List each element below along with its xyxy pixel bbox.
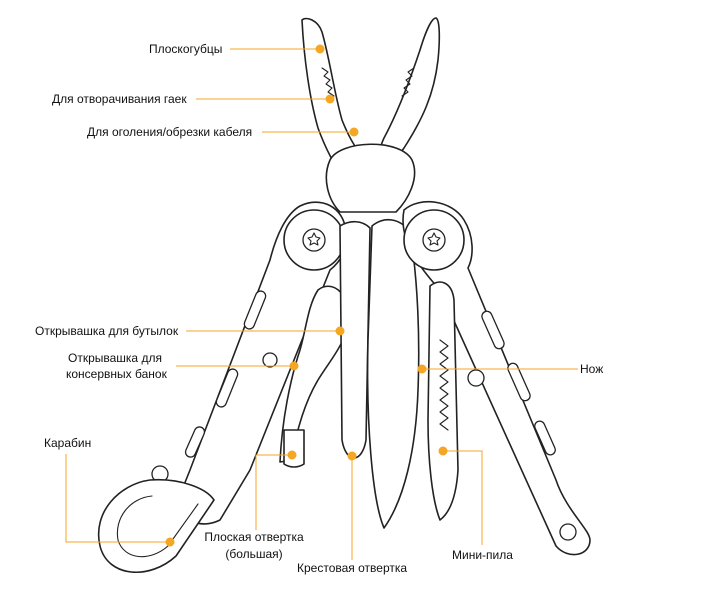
- right-pivot-star: [427, 232, 441, 246]
- phillips-screwdriver: [339, 220, 371, 459]
- right-handle-slot-2: [507, 362, 531, 402]
- left-pivot-star: [307, 232, 321, 246]
- mini-saw-leader: [443, 450, 483, 545]
- flat-screwdriver-leader: [255, 454, 290, 530]
- left-pivot-screw: [302, 228, 326, 252]
- label-pliers: Плоскогубцы: [149, 42, 223, 56]
- flat-screwdriver-dot: [287, 450, 297, 460]
- left-handle-slot-3: [184, 426, 206, 458]
- label-carabiner: Карабин: [44, 436, 92, 450]
- knife-thumb-hole: [467, 369, 485, 387]
- pliers-dot: [315, 44, 325, 54]
- label-bottle-opener: Открывашка для бутылок: [35, 324, 179, 338]
- multitool-illustration: [97, 17, 591, 574]
- can-opener-dot: [289, 361, 299, 371]
- right-pivot-screw: [422, 228, 446, 252]
- right-handle-slot-1: [481, 310, 505, 350]
- callout-dots: [165, 44, 448, 547]
- left-handle-slot-1: [243, 290, 267, 330]
- label-can-opener-line2: консервных банок: [66, 367, 167, 381]
- left-handle: [177, 201, 348, 525]
- left-handle-slot-2: [215, 368, 239, 408]
- phillips-dot: [347, 451, 357, 461]
- jaw-teeth-right: [401, 67, 415, 97]
- label-phillips-screwdriver: Крестовая отвертка: [297, 561, 408, 575]
- label-flat-screwdriver-line1: Плоская отвертка: [204, 530, 304, 544]
- callout-leaders: [65, 48, 578, 560]
- pivot-body: [325, 143, 416, 213]
- right-handle-screw: [559, 523, 577, 541]
- can-opener-hole: [262, 352, 278, 368]
- carabiner-dot: [165, 537, 175, 547]
- label-nut-wrench: Для отворачивания гаек: [52, 92, 187, 106]
- label-flat-screwdriver-line2: (большая): [225, 547, 283, 561]
- bottle-opener-dot: [335, 326, 345, 336]
- carabiner-inner: [116, 495, 199, 558]
- wire-stripper-dot: [349, 127, 359, 137]
- saw-blade: [427, 281, 459, 521]
- nut-wrench-dot: [325, 94, 335, 104]
- jaw-teeth-left: [321, 67, 335, 97]
- carabiner-leader: [65, 454, 168, 543]
- knife-dot: [417, 364, 427, 374]
- label-can-opener-line1: Открывашка для: [68, 351, 162, 365]
- mini-saw-dot: [438, 446, 448, 456]
- carabiner: [97, 478, 215, 574]
- saw-teeth: [439, 339, 449, 431]
- label-mini-saw: Мини-пила: [452, 548, 513, 562]
- flat-screwdriver: [283, 429, 305, 468]
- right-handle-slot-3: [534, 420, 556, 456]
- label-wire-stripper: Для оголения/обрезки кабеля: [87, 125, 253, 139]
- label-knife: Нож: [580, 362, 604, 376]
- knife-blade: [366, 219, 420, 529]
